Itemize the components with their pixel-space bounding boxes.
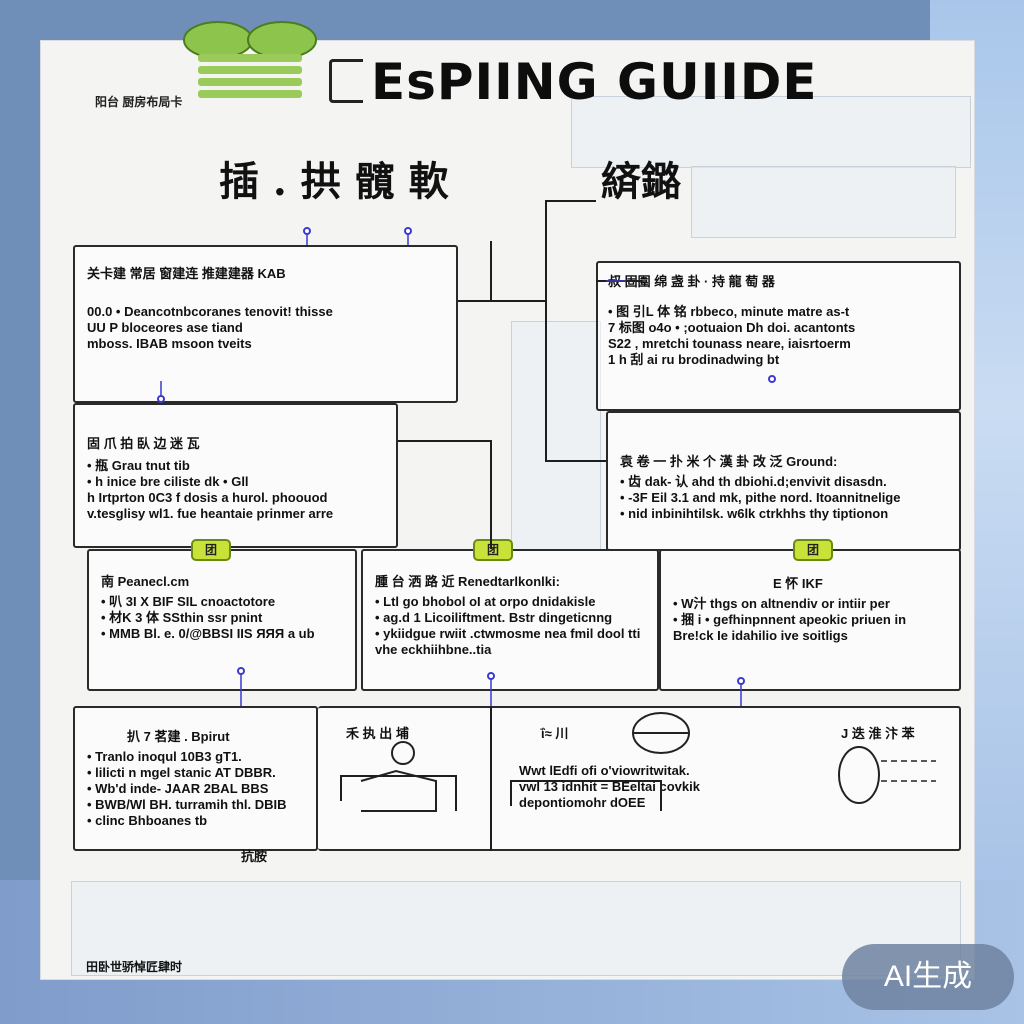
box-line: • 材K 3 体 SSthin ssr pnint [101,610,263,625]
box-line: • clinc Bhboanes tb [87,813,208,828]
box-line: • ykiidgue rwiit .ctwmosme nea fmil dool… [375,626,641,641]
box-mid-left: 固 爪 拍 臥 边 迷 瓦 • 瓶 Grau tnut tib • h inic… [73,403,398,548]
title-bracket-icon [329,59,363,103]
box-line: • nid inbinihtilsk. w6lk ctrkhhs thy tip… [620,506,889,521]
subtitle-right: 緕鏴 [601,158,681,205]
box-heading: 袁 卷 一 扑 米 个 漢 卦 改 泛 Ground: [620,454,838,469]
box-heading: 关卡建 常居 窗建连 推建建器 KAB [87,266,286,281]
box-heading: 扒 7 茗建 . Bpirut [127,729,230,744]
connector-pin [303,227,311,235]
box-line: v.tesglisy wl1. fue heantaie prinmer arr… [87,506,334,521]
box-line: vwl 13 idnhit = BEeltai covkik [519,779,700,794]
box-line: Wwt lEdfi ofi o'viowritwitak. [519,763,690,778]
row4-mid2-heading: ΐ≈ 川 [541,726,569,741]
box-line: • 瓶 Grau tnut tib [87,458,190,473]
connector-pin [737,677,745,685]
face-sketch-icon [838,746,936,804]
faint-panel [691,166,956,238]
box-line: • 叭 3I X BIF SIL cnoactotore [101,594,276,609]
box-heading: E 怀 IKF [773,576,823,591]
box-heading: 叔 固圍 绵 盏 卦 · 持 龍 萄 器 [608,274,775,289]
box-line: • BWB/Wl BH. turramih thl. DBIB [87,797,287,812]
box-row3-right: E 怀 IKF • W汁 thgs on altnendiv or intiir… [659,549,961,691]
connector-pin [768,375,776,383]
box-row4-left: 扒 7 茗建 . Bpirut • Tranlo inoqul 10B3 gT1… [73,706,318,851]
box-line: Bre!ck Ie idahilio ive soitligs [673,628,848,643]
box-line: • -3F Eil 3.1 and mk, pithe nord. Itoann… [620,490,901,505]
connector-lines [160,200,742,851]
badge-row3-mid: 团 [473,539,513,561]
footer-label: 田卧世骄悼匠肆时 [86,960,183,974]
connector-pin [404,227,412,235]
guide-sheet: 阳台 厨房布局卡 ЕѕPIING GUIIDE 插 . 拱 髖 軟 緕鏴 关卡建… [40,40,975,980]
box-mid-right: 袁 卷 一 扑 米 个 漢 卦 改 泛 Ground: • 齿 dak- 认 a… [606,411,961,551]
box-line: • 捆 i • gefhinpnnent apeokic priuen in [673,612,907,627]
box-line: 7 标图 o4o • ;ootuaion Dh doi. acantonts [608,320,856,335]
leaf-logo-icon [183,21,317,98]
box-row3-left: 南 Peanecl.cm • 叭 3I X BIF SIL cnoactotor… [87,549,357,691]
box-heading: 腫 台 洒 路 近 Renedtarlkonlki: [375,574,560,589]
box-line: • 齿 dak- 认 ahd th dbiohi.d;envivit disas… [620,474,887,489]
under-tag: 抗胺 [241,849,268,864]
box-line: 00.0 • Deancotnbcoranes tenovit! thisse [87,304,333,319]
connector-pin [157,395,165,403]
header-small-tag: 阳台 厨房布局卡 [95,95,183,109]
faint-panel [511,321,601,551]
connector-pin [237,667,245,675]
box-line: • Tranlo inoqul 10B3 gT1. [87,749,242,764]
box-line: • Wb'd inde- JAAR 2BAL BBS [87,781,269,796]
row4-right-heading: J 迭 淮 汴 苯 [841,726,915,741]
page-title: ЕѕPIING GUIIDE [371,53,818,111]
box-line: • ag.d 1 Licoiliftment. Bstr dingeticnng [375,610,613,625]
box-line: mboss. IBAB msoon tveits [87,336,252,351]
box-line: 1 h 刮 ai ru brodinadwing bt [608,352,780,367]
box-top-right: 叔 固圍 绵 盏 卦 · 持 龍 萄 器 • 图 引L 体 铭 rbbeco, … [596,261,961,411]
subtitle-left: 插 . 拱 髖 軟 [219,158,449,205]
box-line: • h inice bre ciliste dk • Gll [87,474,249,489]
box-line: depontiomohr dOEE [519,795,646,810]
box-heading: 固 爪 拍 臥 边 迷 瓦 [87,436,200,451]
box-line: • MMB Bl. e. 0/@BBSI IIS ЯЯЯ a ub [101,626,315,641]
box-top-left: 关卡建 常居 窗建连 推建建器 KAB 00.0 • Deancotnbcora… [73,245,458,403]
box-line: h Irtprton 0C3 f dosis a hurol. phoouod [87,490,328,505]
row4-mid1-heading: 禾 执 出 埔 [346,726,409,741]
faint-panel [71,881,961,976]
box-line: • W汁 thgs on altnendiv or intiir per [673,596,890,611]
badge-row3-right: 团 [793,539,833,561]
box-line: • lilicti n mgel stanic AT DBBR. [87,765,276,780]
row4-mid2-text: Wwt lEdfi ofi o'viowritwitak. vwl 13 idn… [519,763,700,811]
box-line: UU P bloceores ase tiand [87,320,243,335]
box-heading: 南 Peanecl.cm [101,574,190,589]
connector-pin [487,672,495,680]
ai-generated-badge: AI生成 [842,944,1014,1010]
box-line: • Ltl go bhobol oI at orpo dnidakisle [375,594,596,609]
box-line: vhe eckhiihbne..tia [375,642,492,657]
box-line: S22 , mretchi tounass neare, iaisrtoerm [608,336,851,351]
box-row3-mid: 腫 台 洒 路 近 Renedtarlkonlki: • Ltl go bhob… [361,549,659,691]
badge-row3-left: 团 [191,539,231,561]
circle-sketch-icon [632,712,690,754]
sketch-figure-icon [360,741,437,812]
box-line: • 图 引L 体 铭 rbbeco, minute matre as-t [608,304,850,319]
